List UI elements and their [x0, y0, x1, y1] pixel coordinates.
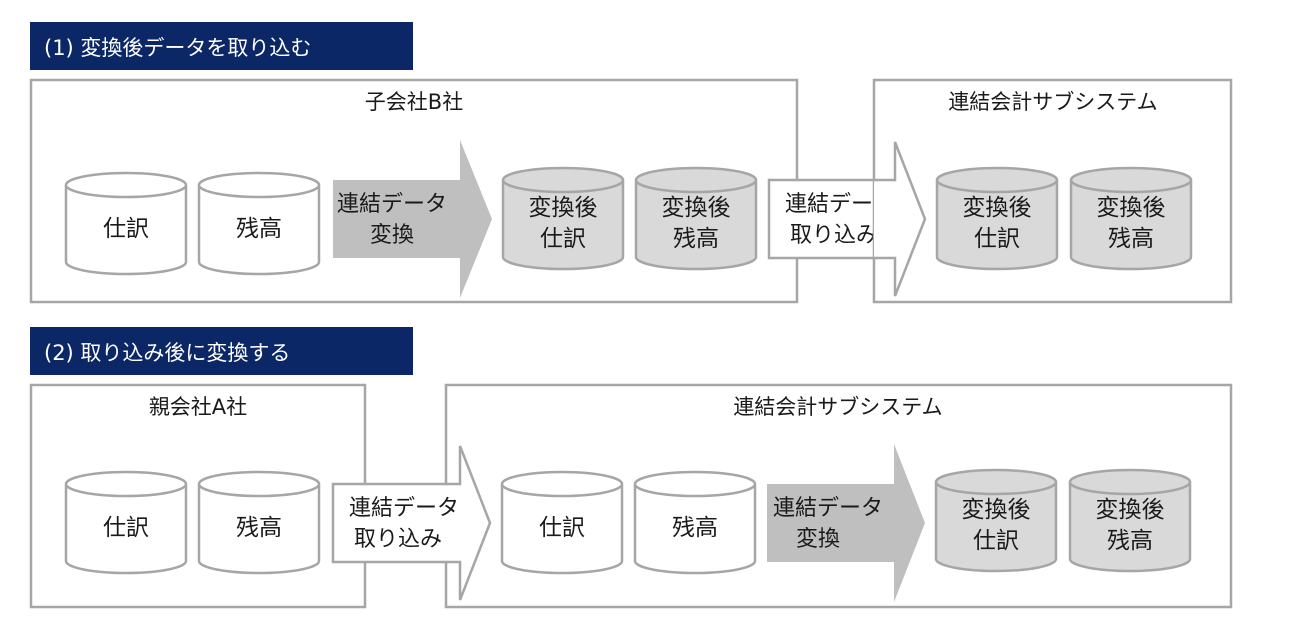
subsidiary-converted-journal-database: 変換後 仕訳: [501, 166, 625, 271]
database-label-line2: 仕訳: [973, 528, 1019, 554]
database-label-line1: 変換後: [529, 195, 598, 221]
section-2-import-arrow: 連結データ 取り込み: [331, 445, 492, 601]
cylinder-body: [634, 180, 758, 271]
database-label: 仕訳: [539, 515, 585, 541]
arrow-label-line1: 連結データ: [773, 496, 883, 521]
database-label: 仕訳: [103, 216, 149, 242]
cylinder-top: [934, 468, 1058, 496]
section-1-heading-banner: [30, 22, 413, 70]
cylinder-top: [633, 470, 757, 498]
subsystem-journal-database: 仕訳: [500, 470, 624, 575]
subsystem-converted-journal-database-2: 変換後 仕訳: [934, 468, 1058, 573]
subsidiary-journal-database: 仕訳: [64, 171, 188, 276]
database-label: 残高: [236, 515, 282, 541]
subsystem-balance-database: 残高: [633, 470, 757, 575]
cylinder-body: [64, 185, 188, 276]
subsidiary-box-title: 子会社B社: [365, 90, 463, 114]
subsystem-converted-journal-database: 変換後 仕訳: [935, 166, 1059, 271]
cylinder-body: [64, 484, 188, 575]
section-2-heading: (2) 取り込み後に変換する: [44, 341, 290, 365]
subsystem-converted-balance-database-2: 変換後 残高: [1068, 468, 1192, 573]
subsidiary-convert-arrow: 連結データ 変換: [333, 140, 492, 298]
arrow-tip-outline: [874, 141, 927, 297]
cylinder-body: [934, 482, 1058, 573]
section-1-heading: (1) 変換後データを取り込む: [44, 36, 311, 60]
database-label: 残高: [672, 515, 718, 541]
cylinder-top: [1068, 468, 1192, 496]
cylinder-top: [197, 470, 321, 498]
section-1: (1) 変換後データを取り込む 子会社B社 仕訳 残高 連結データ 変換 変換後: [29, 22, 1233, 304]
subsidiary-converted-balance-database: 変換後 残高: [634, 166, 758, 271]
cylinder-body: [501, 180, 625, 271]
database-label: 仕訳: [103, 515, 149, 541]
cylinder-top: [1069, 166, 1193, 194]
cylinder-top: [64, 171, 188, 199]
consolidation-subsystem-title: 連結会計サブシステム: [948, 90, 1157, 114]
arrow-label-line2: 変換: [796, 527, 840, 552]
arrow-label-line2: 取り込み: [790, 223, 878, 248]
cylinder-body: [633, 484, 757, 575]
cylinder-body: [197, 484, 321, 575]
database-label-line2: 仕訳: [540, 226, 586, 252]
parent-journal-database: 仕訳: [64, 470, 188, 575]
consolidation-subsystem-title-2: 連結会計サブシステム: [733, 395, 942, 419]
subsidiary-balance-database: 残高: [197, 171, 321, 276]
database-label-line1: 変換後: [662, 195, 731, 221]
parent-company-box-title: 親会社A社: [149, 395, 247, 419]
database-label: 残高: [236, 216, 282, 242]
cylinder-body: [1068, 482, 1192, 573]
arrow-shape: [767, 444, 925, 602]
database-label-line2: 残高: [1107, 528, 1153, 554]
cylinder-top: [64, 470, 188, 498]
cylinder-top: [935, 166, 1059, 194]
cylinder-body: [1069, 180, 1193, 271]
arrow-label-line1: 連結データ: [337, 192, 447, 217]
parent-balance-database: 残高: [197, 470, 321, 575]
subsystem-convert-arrow: 連結データ 変換: [767, 444, 925, 602]
arrow-label-line2: 変換: [370, 223, 414, 248]
arrow-shape: [333, 140, 492, 298]
section-2-heading-banner: [30, 327, 413, 375]
arrow-label-line2: 取り込み: [354, 527, 442, 552]
database-label-line2: 残高: [673, 226, 719, 252]
database-label-line1: 変換後: [962, 497, 1031, 523]
subsystem-converted-balance-database: 変換後 残高: [1069, 166, 1193, 271]
section-2: (2) 取り込み後に変換する 親会社A社 仕訳 残高 連結会計サブシステム 連結…: [29, 327, 1233, 609]
cylinder-body: [197, 185, 321, 276]
database-label-line1: 変換後: [1097, 195, 1166, 221]
database-label-line1: 変換後: [963, 195, 1032, 221]
arrow-shape: [331, 445, 492, 601]
database-label-line1: 変換後: [1096, 497, 1165, 523]
cylinder-top: [500, 470, 624, 498]
cylinder-body: [935, 180, 1059, 271]
database-label-line2: 残高: [1108, 226, 1154, 252]
arrow-label-line1: 連結データ: [349, 496, 459, 521]
cylinder-top: [501, 166, 625, 194]
cylinder-body: [500, 484, 624, 575]
cylinder-top: [634, 166, 758, 194]
cylinder-top: [197, 171, 321, 199]
database-label-line2: 仕訳: [974, 226, 1020, 252]
